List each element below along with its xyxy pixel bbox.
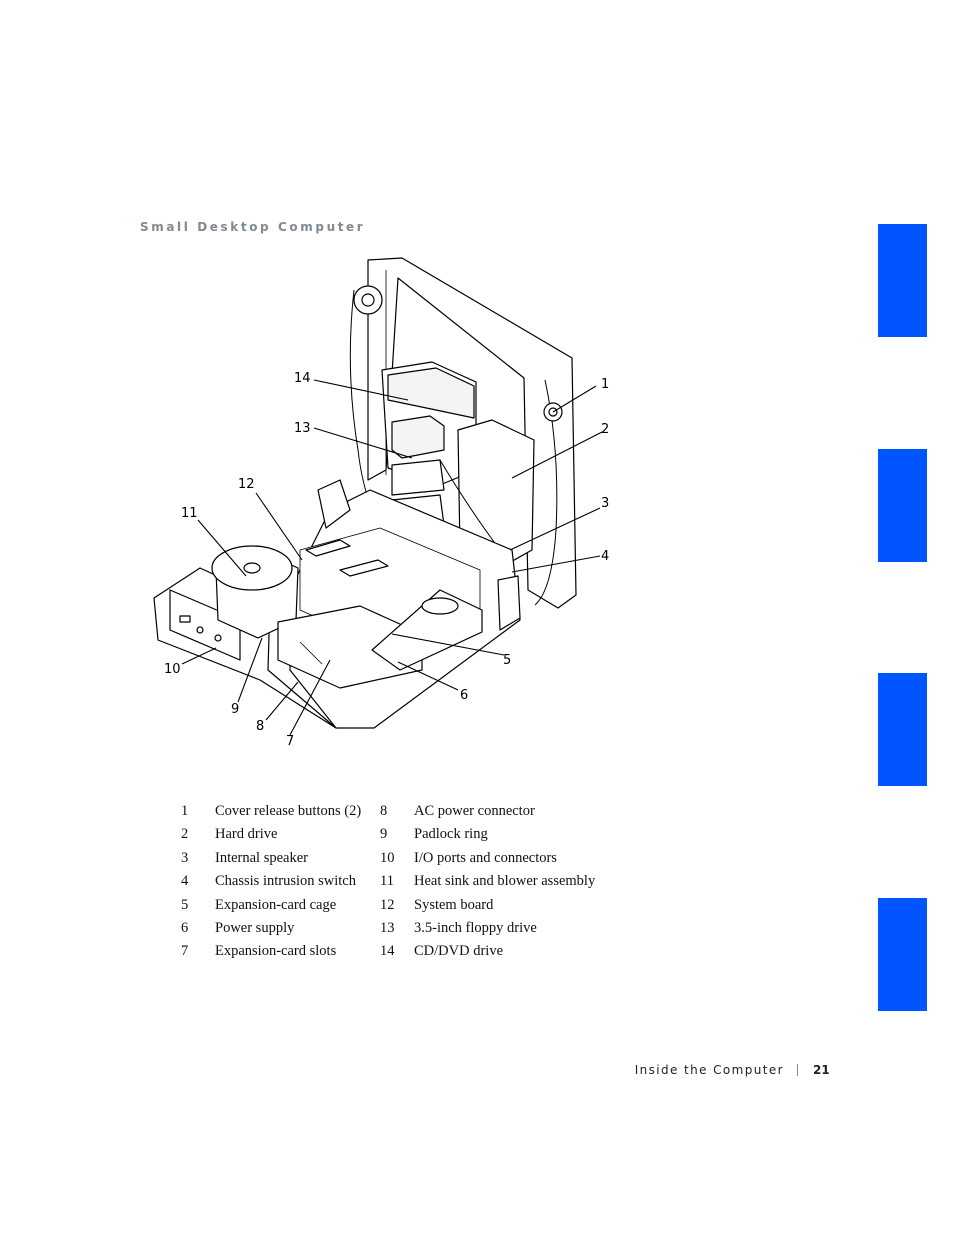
section-heading: Small Desktop Computer — [140, 220, 366, 234]
callout-6: 6 — [460, 688, 468, 703]
footer-separator — [797, 1064, 798, 1076]
callout-14: 14 — [294, 371, 311, 386]
floppy-drive — [391, 415, 445, 459]
expansion-card-cage — [277, 605, 423, 689]
footer-title: Inside the Computer — [634, 1063, 784, 1077]
io-panel — [169, 589, 241, 661]
thumb-tab-4 — [878, 898, 927, 1011]
open-cover — [367, 257, 577, 609]
cd-dvd-drive — [387, 367, 475, 419]
callout-2: 2 — [601, 422, 609, 437]
callout-3: 3 — [601, 496, 609, 511]
computer-diagram: 1 2 3 4 5 6 7 8 9 10 11 12 13 14 — [153, 257, 609, 749]
callout-13: 13 — [294, 421, 311, 436]
callout-7: 7 — [286, 734, 294, 749]
callout-1: 1 — [601, 377, 609, 392]
callout-10: 10 — [164, 662, 181, 677]
callout-8: 8 — [256, 719, 264, 734]
thumb-tab-2 — [878, 449, 927, 562]
callout-labels: 1 2 3 4 5 6 7 8 9 10 11 12 13 14 — [164, 371, 609, 749]
thumb-tab-3 — [878, 673, 927, 786]
callout-12: 12 — [238, 477, 255, 492]
callout-5: 5 — [503, 653, 511, 668]
callout-11: 11 — [181, 506, 198, 521]
page-number: 21 — [813, 1063, 830, 1077]
thumb-tab-1 — [878, 224, 927, 337]
callout-9: 9 — [231, 702, 239, 717]
callout-4: 4 — [601, 549, 609, 564]
